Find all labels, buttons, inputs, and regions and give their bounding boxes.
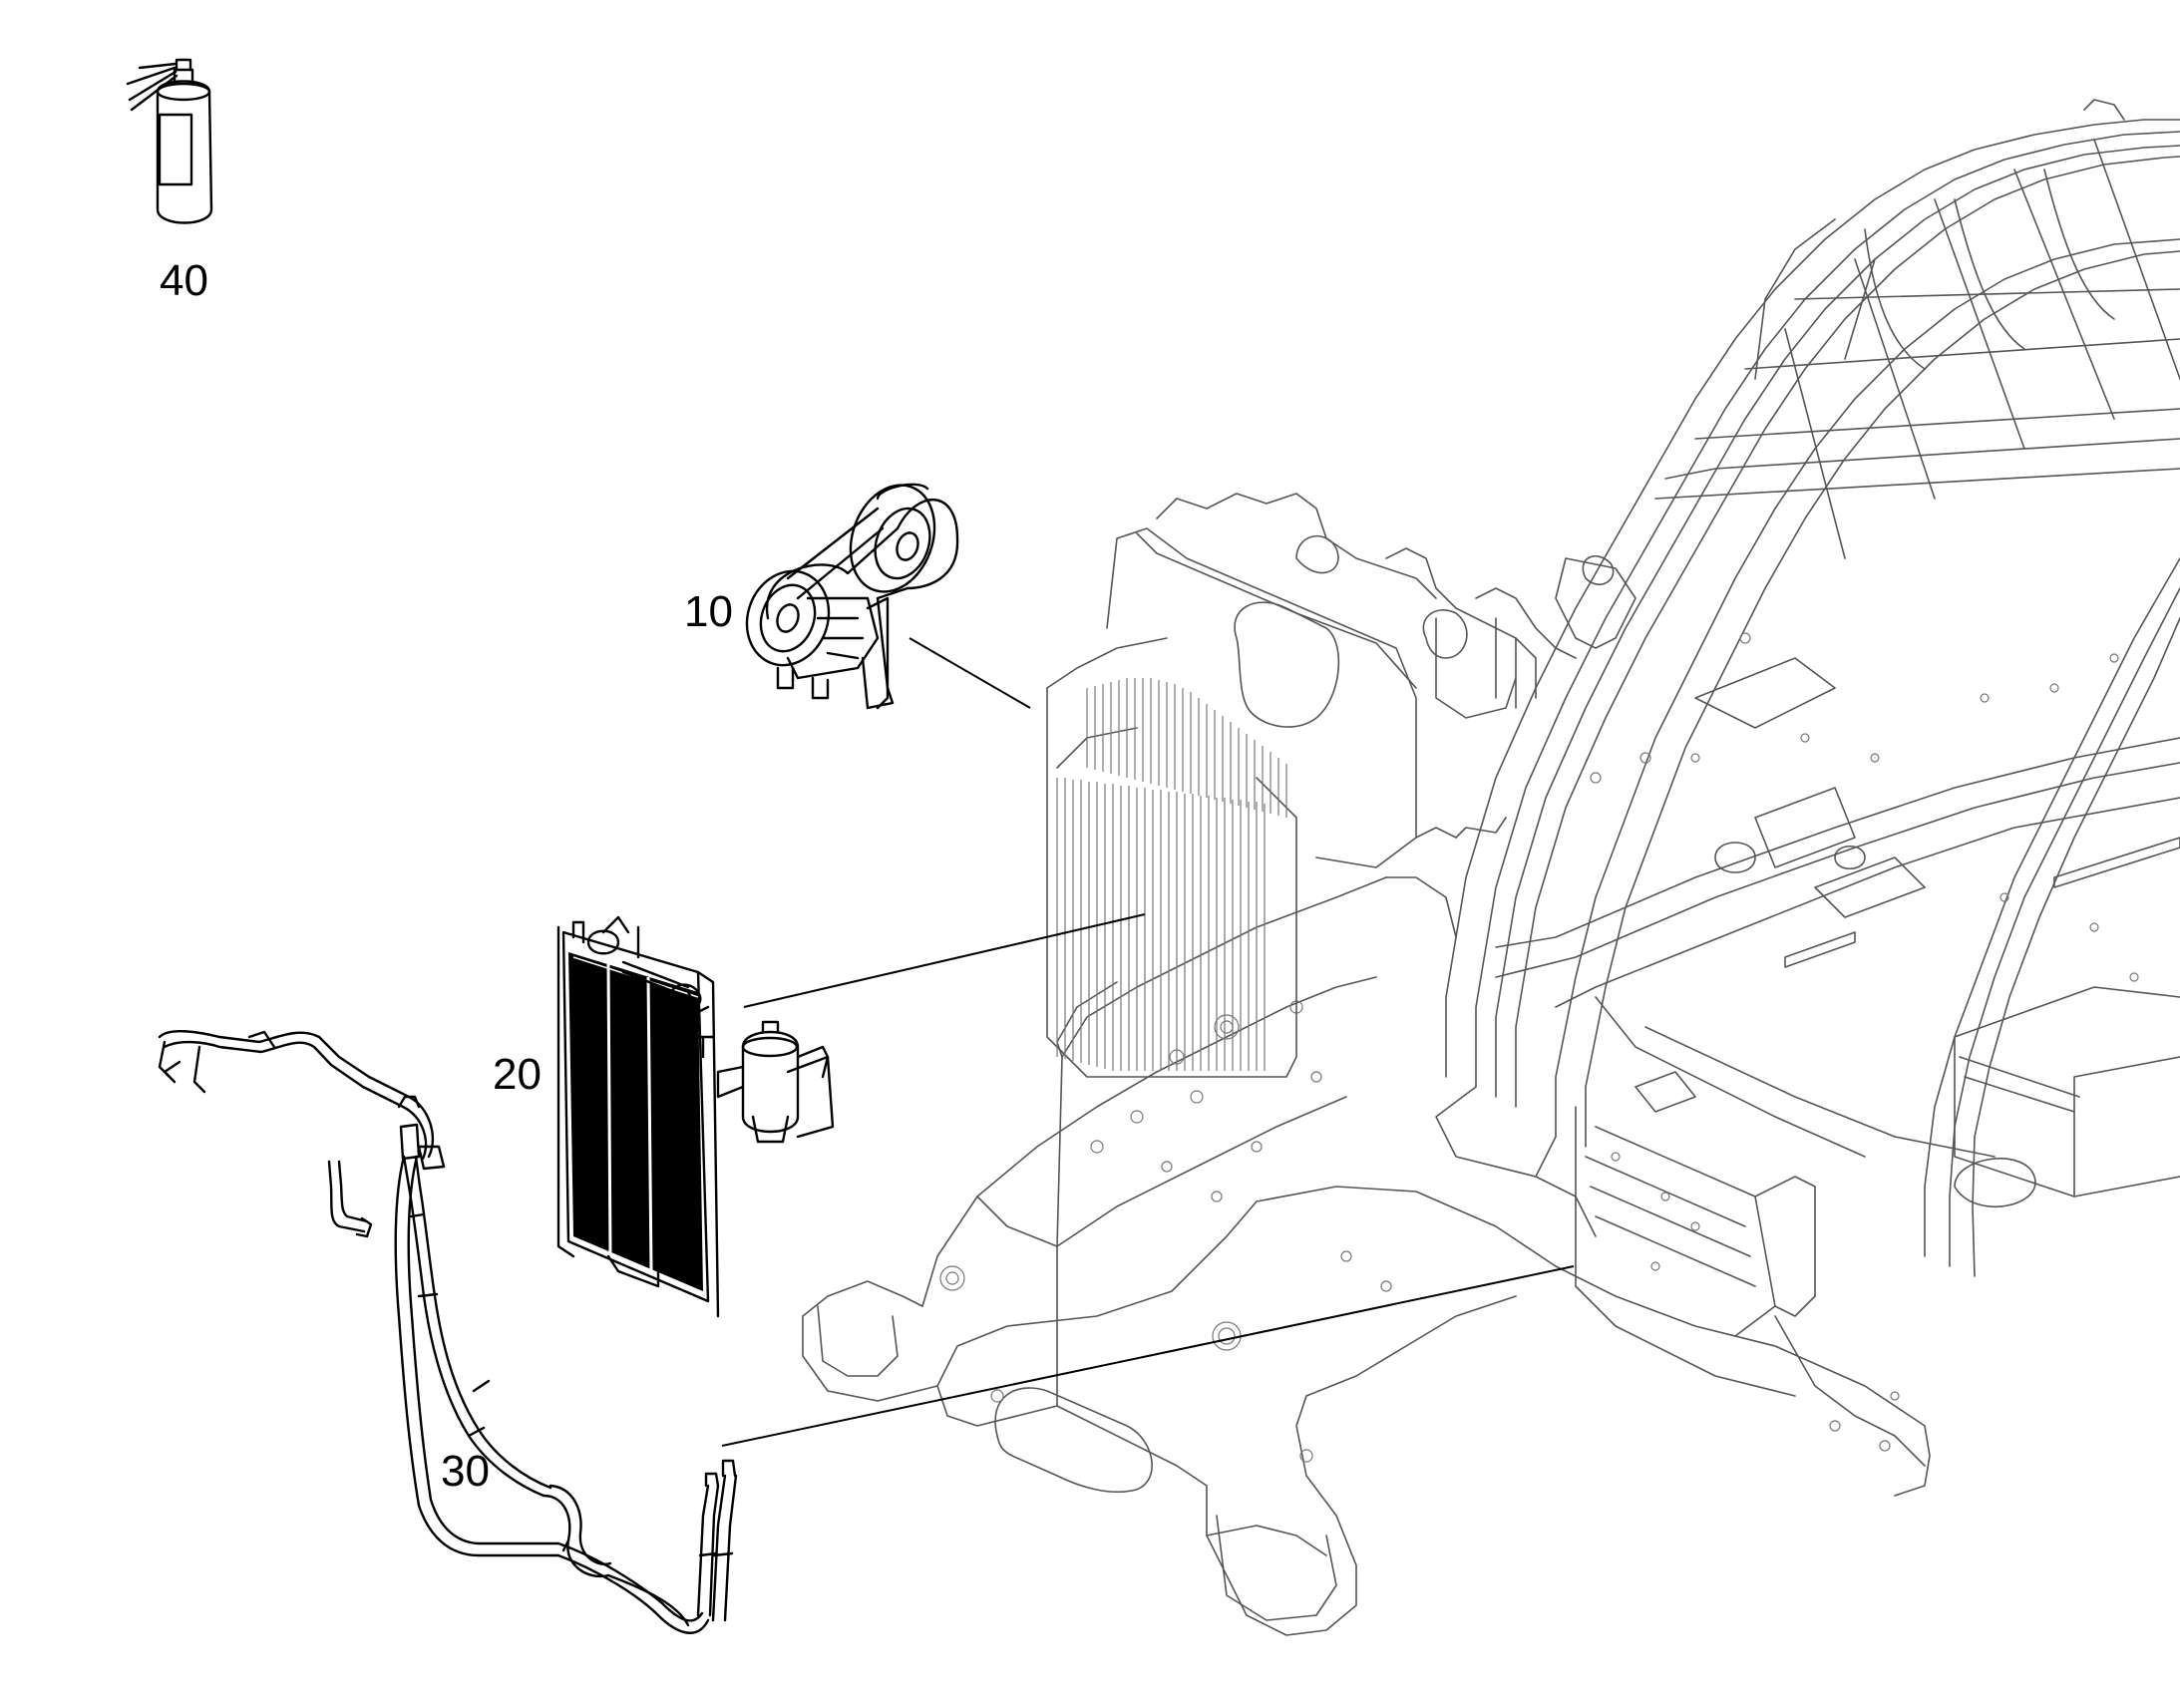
part-30-hose-set — [158, 1030, 738, 1634]
part-40-aerosol-can — [126, 58, 213, 224]
radiator-fins — [1056, 678, 1287, 1071]
part-20-condenser — [556, 915, 835, 1318]
machine-frame — [802, 99, 2180, 1636]
leader-line-10 — [908, 637, 1031, 709]
callout-labels: 40 10 20 30 — [160, 256, 733, 1496]
callout-20: 20 — [493, 1050, 542, 1099]
leader-line-30 — [721, 1265, 1575, 1447]
callout-10: 10 — [684, 587, 733, 636]
condenser-core — [568, 952, 703, 1291]
part-10-compressor — [745, 483, 959, 710]
callout-40: 40 — [160, 256, 208, 305]
leader-line-20 — [743, 913, 1146, 1008]
leader-lines — [721, 637, 1575, 1447]
callout-30: 30 — [441, 1447, 490, 1496]
